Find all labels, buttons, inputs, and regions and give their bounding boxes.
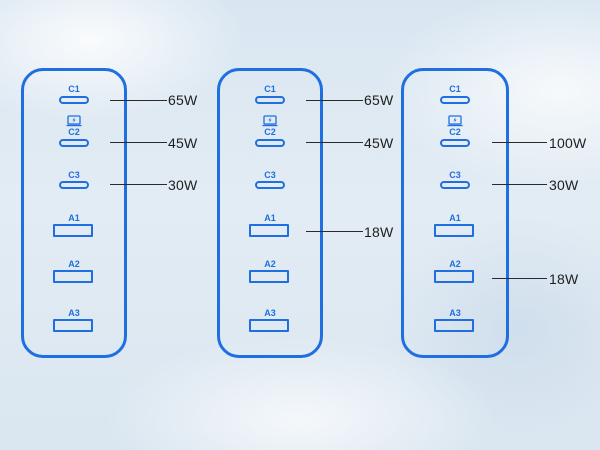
port-label-c1: C1 <box>264 84 276 94</box>
output-c3: 30W <box>168 177 198 193</box>
leader-line-c1 <box>306 100 363 101</box>
port-label-c1: C1 <box>449 84 461 94</box>
port-label-c3: C3 <box>449 170 461 180</box>
usb-a-port-a2 <box>53 270 93 283</box>
usb-c-port-c2 <box>255 139 285 147</box>
port-label-a3: A3 <box>264 308 276 318</box>
leader-line-c3 <box>492 184 547 185</box>
port-label-a1: A1 <box>264 213 276 223</box>
usb-c-port-c3 <box>59 181 89 189</box>
usb-c-port-c1 <box>440 96 470 104</box>
usb-c-port-c3 <box>255 181 285 189</box>
output-c1: 65W <box>364 92 394 108</box>
port-label-c3: C3 <box>68 170 80 180</box>
port-label-a2: A2 <box>449 259 461 269</box>
port-label-a2: A2 <box>264 259 276 269</box>
port-label-c2: C2 <box>68 127 80 137</box>
charger-2 <box>217 68 323 358</box>
port-label-c2: C2 <box>449 127 461 137</box>
port-label-c2: C2 <box>264 127 276 137</box>
usb-a-port-a1 <box>434 224 474 237</box>
usb-a-port-a1 <box>53 224 93 237</box>
port-label-c3: C3 <box>264 170 276 180</box>
port-label-a3: A3 <box>68 308 80 318</box>
charger-1 <box>21 68 127 358</box>
output-c1: 65W <box>168 92 198 108</box>
leader-line-c2 <box>492 142 547 143</box>
usb-a-port-a2 <box>434 270 474 283</box>
usb-c-port-c3 <box>440 181 470 189</box>
leader-line-c3 <box>110 184 167 185</box>
output-c2: 45W <box>168 135 198 151</box>
output-a1: 18W <box>364 224 394 240</box>
usb-c-port-c1 <box>255 96 285 104</box>
laptop-charging-icon <box>66 115 82 127</box>
laptop-charging-icon <box>262 115 278 127</box>
leader-line-c1 <box>110 100 167 101</box>
charger-3 <box>401 68 509 358</box>
port-label-a2: A2 <box>68 259 80 269</box>
usb-a-port-a2 <box>249 270 289 283</box>
usb-c-port-c2 <box>440 139 470 147</box>
usb-a-port-a1 <box>249 224 289 237</box>
usb-a-port-a3 <box>434 319 474 332</box>
usb-c-port-c1 <box>59 96 89 104</box>
port-label-a3: A3 <box>449 308 461 318</box>
output-c2: 45W <box>364 135 394 151</box>
leader-line-a2 <box>492 278 547 279</box>
port-label-c1: C1 <box>68 84 80 94</box>
port-label-a1: A1 <box>449 213 461 223</box>
laptop-charging-icon <box>447 115 463 127</box>
output-c3: 30W <box>549 177 579 193</box>
leader-line-c2 <box>110 142 167 143</box>
usb-c-port-c2 <box>59 139 89 147</box>
leader-line-a1 <box>306 231 363 232</box>
output-c2: 100W <box>549 135 587 151</box>
port-label-a1: A1 <box>68 213 80 223</box>
usb-a-port-a3 <box>249 319 289 332</box>
usb-a-port-a3 <box>53 319 93 332</box>
leader-line-c2 <box>306 142 363 143</box>
output-a2: 18W <box>549 271 579 287</box>
